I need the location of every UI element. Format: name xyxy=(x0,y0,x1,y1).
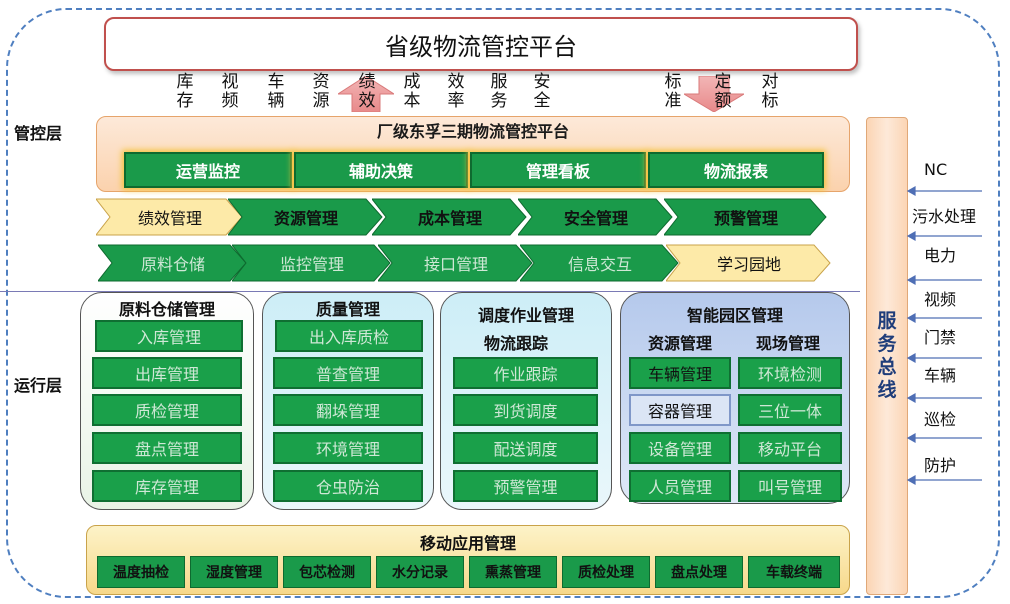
bus-label-char: 总 xyxy=(877,356,897,378)
cell-stack-turn[interactable]: 翻垛管理 xyxy=(273,394,423,426)
mobile-moisture[interactable]: 水分记录 xyxy=(376,556,464,588)
kpi-inventory: 库存 xyxy=(176,72,196,111)
cell-equipment[interactable]: 设备管理 xyxy=(629,432,731,464)
cell-mobile-platform[interactable]: 移动平台 xyxy=(738,432,842,464)
mobile-temperature[interactable]: 温度抽检 xyxy=(97,556,185,588)
control-platform-title: 厂级东孚三期物流管控平台 xyxy=(376,122,569,141)
platform-frame xyxy=(6,8,1000,598)
service-bus-label: 服务总线 xyxy=(866,310,908,402)
layer-divider xyxy=(0,291,860,292)
source-nc: NC xyxy=(924,160,948,179)
box-management-board[interactable]: 管理看板 xyxy=(470,152,646,188)
source-video: 视频 xyxy=(924,290,957,309)
mobile-fumigation[interactable]: 熏蒸管理 xyxy=(469,556,557,588)
kpi-safety: 安全 xyxy=(533,72,553,111)
chevron-warning[interactable]: 预警管理 xyxy=(664,198,828,236)
cell-delivery-dispatch[interactable]: 配送调度 xyxy=(453,432,598,464)
cell-pest-control[interactable]: 仓虫防治 xyxy=(273,470,423,502)
service-bus xyxy=(866,117,908,595)
cell-vehicle[interactable]: 车辆管理 xyxy=(629,357,731,389)
mobile-vehicle-terminal[interactable]: 车载终端 xyxy=(748,556,840,588)
source-protection: 防护 xyxy=(924,456,957,475)
kpi-resource: 资源 xyxy=(312,72,332,111)
mobile-core-check[interactable]: 包芯检测 xyxy=(283,556,371,588)
chevron-monitoring[interactable]: 监控管理 xyxy=(232,244,392,282)
chevron-safety[interactable]: 安全管理 xyxy=(518,198,674,236)
bus-label-char: 服 xyxy=(877,310,897,332)
cell-survey[interactable]: 普查管理 xyxy=(273,357,423,389)
mobile-title: 移动应用管理 xyxy=(419,534,516,553)
kpi-cost: 成本 xyxy=(403,72,423,111)
module-smart-park-title: 智能园区管理 xyxy=(686,306,783,325)
mobile-qc-handling[interactable]: 质检处理 xyxy=(562,556,650,588)
box-operation-monitor[interactable]: 运营监控 xyxy=(124,152,292,188)
cell-outbound[interactable]: 出库管理 xyxy=(92,357,242,389)
up-arrow-icon xyxy=(338,76,394,112)
cell-container[interactable]: 容器管理 xyxy=(629,394,731,426)
cell-environment[interactable]: 环境管理 xyxy=(273,432,423,464)
bus-label-char: 线 xyxy=(877,379,897,401)
source-power: 电力 xyxy=(924,246,957,265)
kpi-efficiency: 效率 xyxy=(447,72,467,111)
chevron-interface[interactable]: 接口管理 xyxy=(378,244,534,282)
module-dispatch-title: 调度作业管理 xyxy=(477,306,574,325)
box-logistics-report[interactable]: 物流报表 xyxy=(648,152,824,188)
park-site-subtitle: 现场管理 xyxy=(755,334,820,353)
cell-inventory[interactable]: 库存管理 xyxy=(92,470,242,502)
cell-queue-call[interactable]: 叫号管理 xyxy=(738,470,842,502)
module-raw-storage-title: 原料仓储管理 xyxy=(118,300,215,319)
operation-layer-label: 运行层 xyxy=(14,376,63,395)
cell-job-tracking[interactable]: 作业跟踪 xyxy=(453,357,598,389)
page-title: 省级物流管控平台 xyxy=(104,17,858,71)
cell-quality-check[interactable]: 质检管理 xyxy=(92,394,242,426)
bus-label-char: 务 xyxy=(877,333,897,355)
mobile-humidity[interactable]: 湿度管理 xyxy=(190,556,278,588)
cell-inbound[interactable]: 入库管理 xyxy=(95,320,243,352)
std-standard: 标准 xyxy=(664,72,684,111)
down-arrow-icon xyxy=(684,76,744,112)
box-decision-support[interactable]: 辅助决策 xyxy=(294,152,468,188)
source-sewage: 污水处理 xyxy=(912,207,977,226)
chevron-info-exchange[interactable]: 信息交互 xyxy=(520,244,680,282)
title-text: 省级物流管控平台 xyxy=(385,32,577,61)
cell-stocktake[interactable]: 盘点管理 xyxy=(92,432,242,464)
chevron-cost[interactable]: 成本管理 xyxy=(372,198,528,236)
cell-trinity[interactable]: 三位一体 xyxy=(738,394,842,426)
control-layer-label: 管控层 xyxy=(14,124,63,143)
kpi-vehicle: 车辆 xyxy=(267,72,287,111)
chevron-resource[interactable]: 资源管理 xyxy=(228,198,384,236)
kpi-service: 服务 xyxy=(490,72,510,111)
park-resource-subtitle: 资源管理 xyxy=(647,334,712,353)
kpi-video: 视频 xyxy=(221,72,241,111)
cell-io-quality[interactable]: 出入库质检 xyxy=(275,320,423,352)
module-dispatch-subtitle: 物流跟踪 xyxy=(483,334,548,353)
cell-arrival-dispatch[interactable]: 到货调度 xyxy=(453,394,598,426)
source-access: 门禁 xyxy=(924,328,957,347)
mobile-stocktake[interactable]: 盘点处理 xyxy=(655,556,743,588)
cell-alert-management[interactable]: 预警管理 xyxy=(453,470,598,502)
std-quota: 定额 xyxy=(714,72,734,111)
kpi-performance: 绩效 xyxy=(358,72,378,111)
cell-env-detect[interactable]: 环境检测 xyxy=(738,357,842,389)
source-arrows xyxy=(906,185,982,486)
chevron-performance[interactable]: 绩效管理 xyxy=(96,198,244,236)
chevron-learning[interactable]: 学习园地 xyxy=(666,244,832,282)
module-quality-title: 质量管理 xyxy=(315,300,380,319)
source-patrol: 巡检 xyxy=(924,410,957,429)
std-benchmark: 对标 xyxy=(761,72,781,111)
source-vehicle: 车辆 xyxy=(924,366,957,385)
cell-personnel[interactable]: 人员管理 xyxy=(629,470,731,502)
chevron-raw-storage[interactable]: 原料仓储 xyxy=(98,244,248,282)
